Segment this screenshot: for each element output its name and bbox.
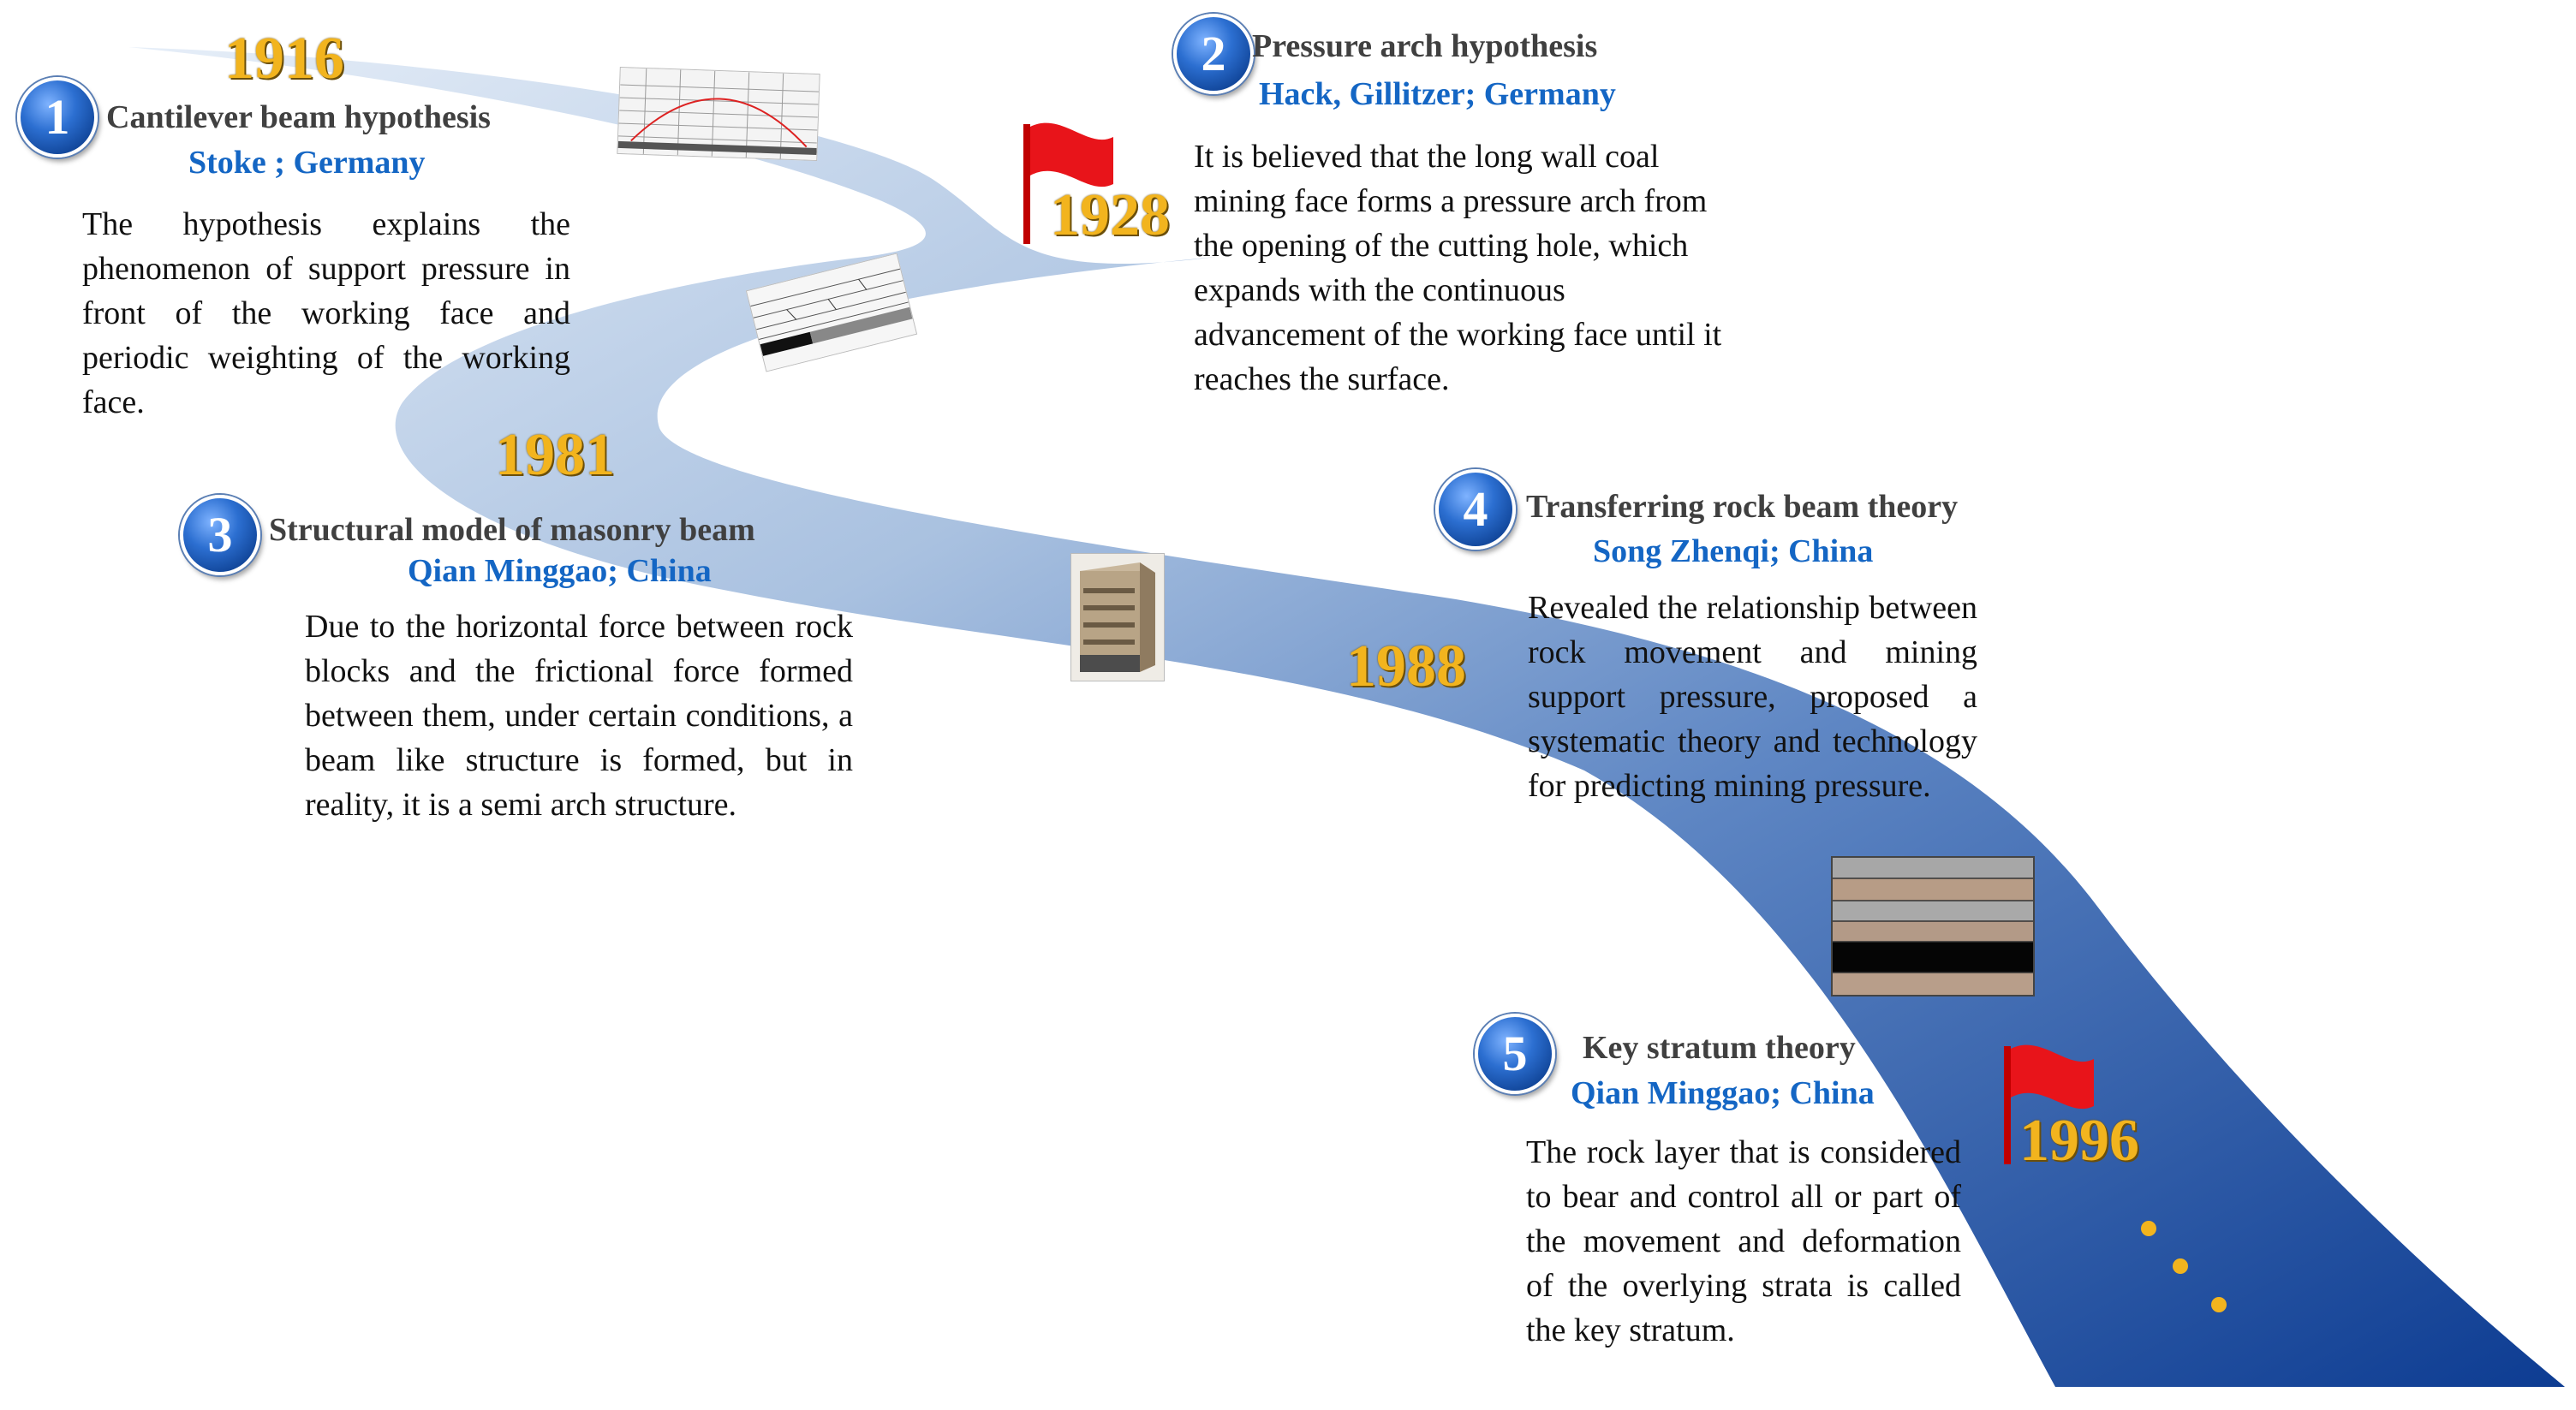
year-label-1996: 1996 [2019, 1108, 2139, 1174]
milestone-description-1: The hypothesis explains the phenomenon o… [82, 206, 570, 420]
milestone-title-1: Cantilever beam hypothesis [106, 99, 491, 135]
milestone-title-3: Structural model of masonry beam [269, 512, 755, 548]
milestone-number-badge-3: 3 [180, 495, 260, 575]
milestone-number-badge-2: 2 [1173, 14, 1254, 94]
milestone-author-1: Stoke ; Germany [188, 145, 426, 181]
milestone-title-2: Pressure arch hypothesis [1252, 28, 1598, 64]
flag-icon-1996 [2004, 1044, 2094, 1164]
milestone-number-badge-1: 1 [17, 77, 98, 158]
continuation-dot-2 [2173, 1258, 2188, 1274]
milestone-description-2: It is believed that the long wall coal m… [1194, 139, 1722, 397]
milestone-number-badge-5: 5 [1475, 1014, 1555, 1094]
milestone-author-3: Qian Minggao; China [408, 553, 712, 589]
milestone-author-2: Hack, Gillitzer; Germany [1259, 76, 1616, 112]
masonry-beam-3d-model-thumbnail [1070, 553, 1165, 681]
milestone-title-4: Transferring rock beam theory [1526, 489, 1959, 525]
milestone-description-3: Due to the horizontal force between rock… [305, 609, 853, 823]
continuation-dot-1 [2141, 1221, 2156, 1236]
cantilever-strata-diagram-thumbnail [745, 253, 918, 372]
key-stratum-layers-thumbnail [1831, 856, 2035, 997]
milestone-author-4: Song Zhenqi; China [1593, 533, 1874, 569]
flag-icon-1928 [1023, 122, 1113, 244]
milestone-title-5: Key stratum theory [1583, 1030, 1856, 1066]
milestone-number-badge-4: 4 [1435, 469, 1516, 550]
milestone-description-5: The rock layer that is considered to bea… [1526, 1134, 1961, 1348]
year-label-1916: 1916 [224, 26, 344, 92]
pressure-arch-diagram-thumbnail [617, 66, 820, 162]
milestone-description-4: Revealed the relationship between rock m… [1528, 590, 1977, 804]
continuation-dot-3 [2211, 1297, 2227, 1312]
milestone-author-5: Qian Minggao; China [1571, 1075, 1875, 1111]
road-shape [128, 47, 2565, 1387]
year-label-1988: 1988 [1346, 634, 1466, 699]
year-label-1928: 1928 [1050, 182, 1170, 248]
year-label-1981: 1981 [495, 422, 615, 488]
